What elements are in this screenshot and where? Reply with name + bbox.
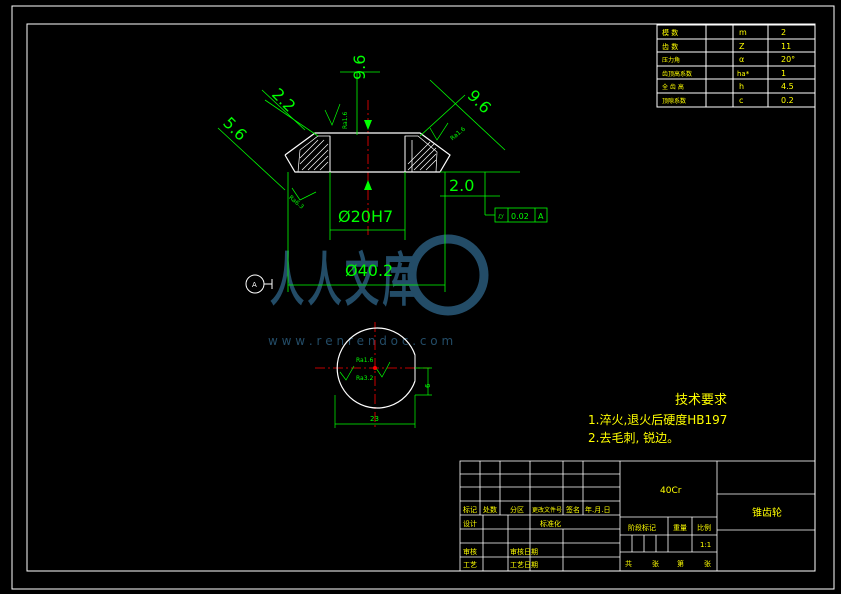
param-name-2: 压力角 <box>662 56 680 64</box>
param-symbol-5: c <box>739 96 743 105</box>
tech-item-2: 2.去毛刺, 锐边。 <box>588 431 679 445</box>
svg-text:⌭: ⌭ <box>498 212 504 221</box>
dim-bore: Ø20H7 <box>338 207 393 226</box>
label-zone: 分区 <box>510 505 524 514</box>
watermark-text: 人人文库 <box>270 246 420 314</box>
dim-9-6-vertical: 9.6 <box>350 55 369 80</box>
label-process-date: 工艺日期 <box>510 561 538 569</box>
label-approve-date: 审核日期 <box>510 547 538 556</box>
label-review: 审核 <box>463 547 477 556</box>
param-value-1: 11 <box>781 42 791 51</box>
dim-2-0: 2.0 <box>449 176 474 195</box>
outer-frame <box>11 5 835 590</box>
label-standardize: 标准化 <box>540 519 561 528</box>
param-value-4: 4.5 <box>781 82 794 91</box>
dim-2-2: 2.2 <box>268 84 299 115</box>
scale-value: 1:1 <box>700 541 711 549</box>
label-mark: 标记 <box>463 505 477 514</box>
roughness-6: Ra3.2 <box>356 375 373 382</box>
gear-section-view <box>264 94 466 235</box>
part-name: 锥齿轮 <box>752 506 782 519</box>
label-design: 设计 <box>463 519 477 528</box>
roughness-1: Ra1.6 <box>342 112 349 129</box>
label-scale: 比例 <box>697 523 711 532</box>
label-sheets-unit: 张 <box>652 559 659 568</box>
label-date: 年.月.日 <box>585 505 610 514</box>
param-symbol-3: ha* <box>737 70 750 78</box>
watermark: 人人文库 w w w . r e n r e n d o c . c o m <box>268 234 489 348</box>
label-sheets-total: 共 <box>625 559 632 568</box>
param-name-1: 齿 数 <box>662 42 678 51</box>
tech-item-1: 1.淬火,退火后硬度HB197 <box>588 412 727 427</box>
param-symbol-0: m <box>739 28 747 37</box>
label-sheet-no: 第 <box>677 559 684 568</box>
watermark-url: w w w . r e n r e n d o c . c o m <box>268 334 453 348</box>
label-process: 工艺 <box>463 561 477 569</box>
keyway-width: 23 <box>370 415 379 423</box>
dim-5-6: 5.6 <box>219 113 250 144</box>
label-weight: 重量 <box>673 524 687 532</box>
param-name-5: 顶隙系数 <box>662 97 686 105</box>
technical-requirements: 技术要求 1.淬火,退火后硬度HB197 2.去毛刺, 锐边。 <box>588 393 727 445</box>
keyway-depth: 6 <box>424 383 432 388</box>
tolerance-ref: A <box>538 212 544 221</box>
roughness-5: Ra1.6 <box>356 357 373 364</box>
tolerance-value: 0.02 <box>511 212 529 221</box>
param-symbol-4: h <box>739 82 744 91</box>
param-symbol-2: α <box>739 55 744 64</box>
param-value-5: 0.2 <box>781 96 794 105</box>
label-sign: 签名 <box>566 505 580 514</box>
parameter-table: 模 数 m 2 齿 数 Z 11 压力角 α 20° 齿顶高系数 ha* 1 全… <box>656 24 816 108</box>
param-value-0: 2 <box>781 28 786 37</box>
roughness-3: Ra6.3 <box>287 194 305 211</box>
label-sheet-unit: 张 <box>704 559 711 568</box>
param-name-0: 模 数 <box>662 28 678 37</box>
param-name-3: 齿顶高系数 <box>662 70 692 78</box>
gear-outline <box>284 132 451 173</box>
label-count: 处数 <box>483 505 497 514</box>
param-symbol-1: Z <box>739 42 745 51</box>
roughness-2: Ra1.6 <box>449 126 467 143</box>
param-value-2: 20° <box>781 55 795 64</box>
dim-outer: Ø40.2 <box>345 261 393 280</box>
inner-frame <box>26 23 816 572</box>
datum-a: A <box>245 274 273 294</box>
material: 40Cr <box>660 486 682 496</box>
param-value-3: 1 <box>781 69 786 78</box>
watermark-logo-ring <box>407 234 489 316</box>
dim-9-6-right: 9.6 <box>464 86 495 117</box>
datum-label: A <box>252 281 257 289</box>
param-name-4: 全 齿 高 <box>662 83 684 91</box>
label-change-doc: 更改文件号 <box>532 506 562 514</box>
title-block: 40Cr 锥齿轮 标记 处数 分区 更改文件号 签名 年.月.日 设计 标准化 … <box>459 460 816 572</box>
label-stage-mark: 阶段标记 <box>628 523 656 532</box>
gear-top-view: Ra1.6 Ra3.2 23 6 <box>315 322 432 430</box>
tech-title: 技术要求 <box>675 393 727 408</box>
